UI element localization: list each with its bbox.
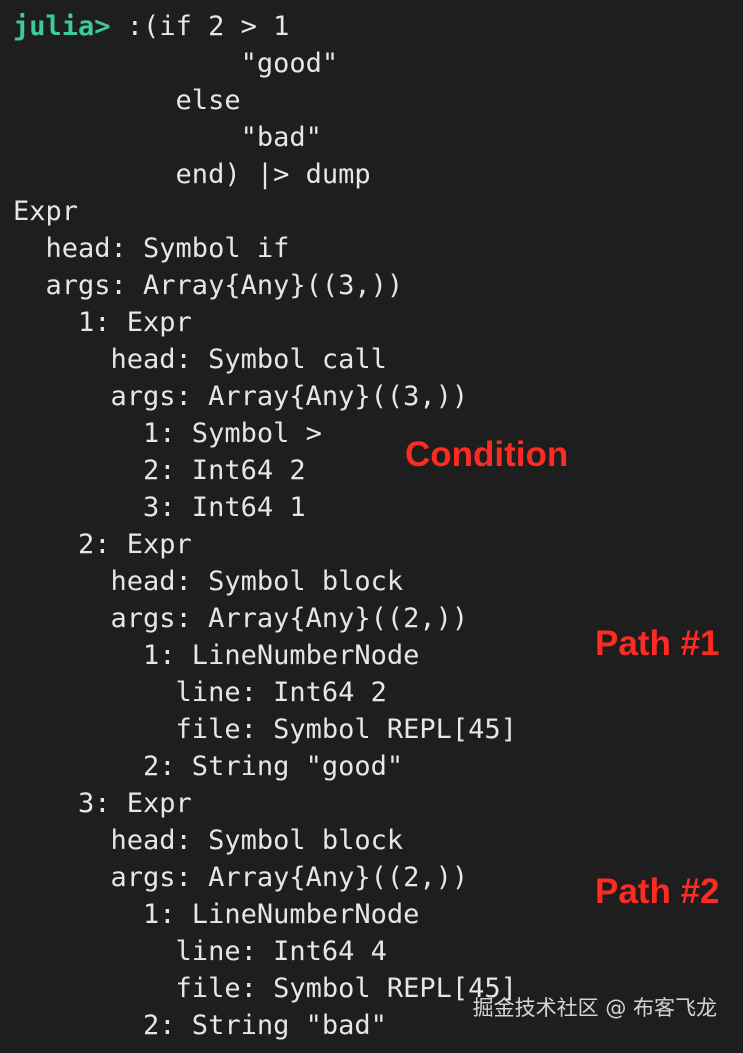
output-line: 2: Int64 2	[13, 455, 306, 486]
condition-annotation: Condition	[405, 435, 569, 474]
output-line: args: Array{Any}((2,))	[13, 862, 469, 893]
command-text: :(if 2 > 1	[110, 11, 290, 42]
output-line: file: Symbol REPL[45]	[13, 714, 517, 745]
output-line: args: Array{Any}((2,))	[13, 603, 469, 634]
output-line: "bad"	[13, 122, 322, 153]
output-line: head: Symbol call	[13, 344, 387, 375]
output-line: 2: Expr	[13, 529, 192, 560]
watermark: 掘金技术社区 @ 布客飞龙	[472, 996, 717, 1020]
path1-annotation: Path #1	[595, 624, 720, 663]
output-line: 3: Expr	[13, 788, 192, 819]
output-line: head: Symbol block	[13, 566, 404, 597]
output-line: 1: Symbol >	[13, 418, 322, 449]
output-line: end) |> dump	[13, 159, 371, 190]
output-line: 2: String "bad"	[13, 1010, 387, 1041]
output-line: else	[13, 85, 241, 116]
julia-prompt: julia>	[13, 11, 111, 42]
output-line: Expr	[13, 196, 79, 227]
output-line: 1: LineNumberNode	[13, 899, 420, 930]
path2-annotation: Path #2	[595, 872, 720, 911]
output-line: file: Symbol REPL[45]	[13, 973, 517, 1004]
prompt-line: julia> :(if 2 > 1	[13, 8, 743, 45]
output-line: 2: String "good"	[13, 751, 404, 782]
output-line: line: Int64 4	[13, 936, 387, 967]
output-line: head: Symbol if	[13, 233, 290, 264]
output-line: "good"	[13, 48, 339, 79]
output-line: args: Array{Any}((3,))	[13, 381, 469, 412]
output-line: 1: Expr	[13, 307, 192, 338]
output-line: 3: Int64 1	[13, 492, 306, 523]
output-line: args: Array{Any}((3,))	[13, 270, 404, 301]
output-line: 1: LineNumberNode	[13, 640, 420, 671]
output-line: head: Symbol block	[13, 825, 404, 856]
output-line: line: Int64 2	[13, 677, 387, 708]
